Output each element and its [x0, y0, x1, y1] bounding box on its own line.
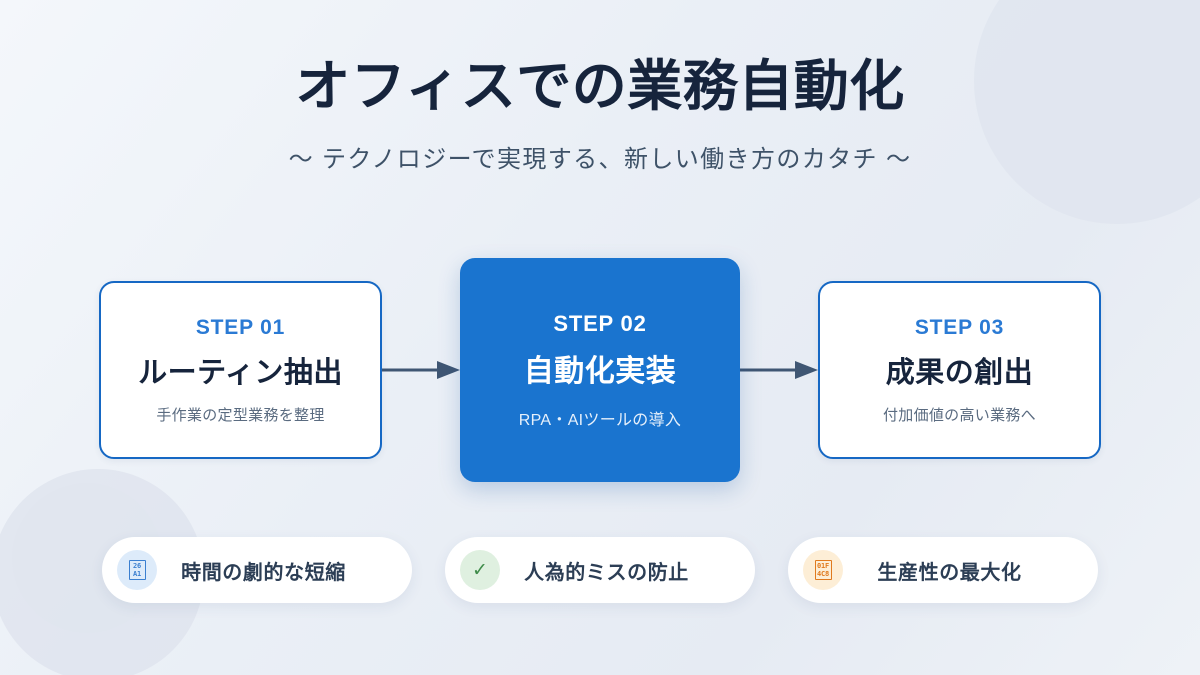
step-title-3: 成果の創出 — [885, 356, 1034, 389]
step-desc-3: 付加価値の高い業務へ — [882, 406, 1036, 424]
step-card-1[interactable]: STEP 01 ルーティン抽出 手作業の定型業務を整理 — [99, 281, 382, 459]
page-subtitle: 〜 テクノロジーで実現する、新しい働き方のカタチ 〜 — [288, 145, 912, 173]
benefit-item-3[interactable]: 01F 4C8 生産性の最大化 — [788, 537, 1098, 603]
tofu-codepoint-bottom: 4C8 — [816, 570, 830, 578]
tofu-codepoint-top: 26 — [132, 562, 142, 570]
page-title: オフィスでの業務自動化 — [295, 55, 905, 117]
tofu-codepoint-top: 01F — [816, 562, 830, 570]
tofu-glyph-box: 01F 4C8 — [814, 560, 832, 580]
arrow-step1-to-step2 — [382, 358, 460, 382]
step-flow: STEP 01 ルーティン抽出 手作業の定型業務を整理 STEP 02 自動化実… — [0, 258, 1200, 482]
tofu-codepoint-bottom: A1 — [132, 570, 142, 578]
step-label-3: STEP 03 — [914, 315, 1005, 339]
step-card-2[interactable]: STEP 02 自動化実装 RPA・AIツールの導入 — [460, 258, 740, 482]
benefit-item-2[interactable]: ✓ 人為的ミスの防止 — [445, 537, 755, 603]
header: オフィスでの業務自動化 〜 テクノロジーで実現する、新しい働き方のカタチ 〜 — [0, 55, 1200, 174]
step-desc-1: 手作業の定型業務を整理 — [156, 406, 325, 424]
step-title-1: ルーティン抽出 — [138, 356, 343, 389]
step-label-1: STEP 01 — [195, 315, 286, 339]
step-title-2: 自動化実装 — [523, 354, 677, 388]
check-mark-icon: ✓ — [460, 550, 500, 590]
benefit-label-1: 時間の劇的な短縮 — [181, 561, 346, 584]
step-desc-2: RPA・AIツールの導入 — [518, 411, 682, 429]
tofu-glyph-box: 26 A1 — [128, 560, 146, 580]
step-card-3[interactable]: STEP 03 成果の創出 付加価値の高い業務へ — [818, 281, 1101, 459]
benefit-list: 26 A1 時間の劇的な短縮 ✓ 人為的ミスの防止 01F 4C8 生産性の最大… — [0, 537, 1200, 603]
arrow-step2-to-step3 — [740, 358, 818, 382]
benefit-label-3: 生産性の最大化 — [877, 561, 1022, 584]
check-glyph: ✓ — [472, 558, 488, 581]
benefit-label-2: 人為的ミスの防止 — [524, 561, 689, 584]
step-label-2: STEP 02 — [553, 310, 647, 336]
lightning-bolt-icon: 26 A1 — [117, 550, 157, 590]
benefit-item-1[interactable]: 26 A1 時間の劇的な短縮 — [102, 537, 412, 603]
chart-increasing-icon: 01F 4C8 — [803, 550, 843, 590]
